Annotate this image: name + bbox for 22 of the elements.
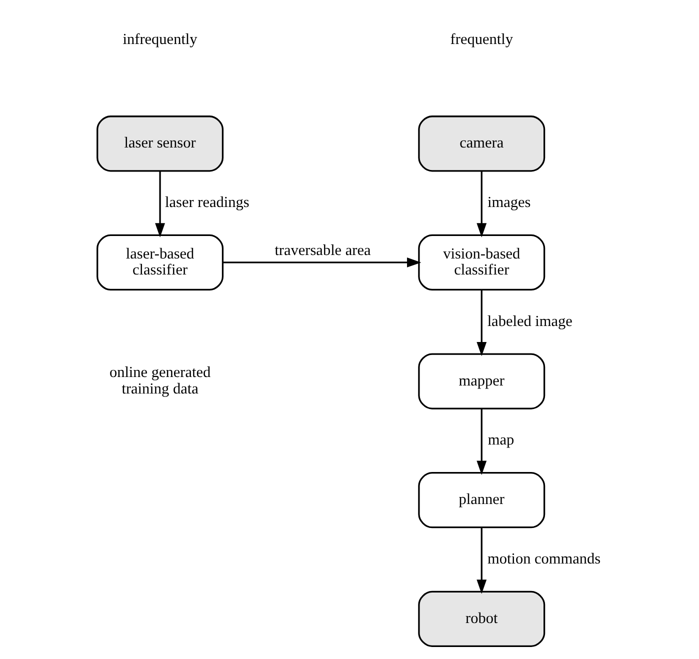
edge-label: motion commands — [486, 550, 600, 568]
node-box: vision-based classifier — [418, 234, 545, 291]
label: online generated training data — [108, 364, 210, 398]
arrow — [476, 527, 486, 594]
arrow — [222, 257, 421, 268]
label: infrequently — [122, 31, 197, 48]
arrow — [476, 290, 486, 356]
edge-label: traversable area — [274, 242, 370, 260]
label: frequently — [450, 31, 512, 48]
node-box: planner — [418, 472, 545, 528]
node-box: robot — [418, 590, 545, 647]
node-box: laser-based classifier — [96, 234, 224, 291]
edge-label: images — [487, 194, 530, 212]
edge-label: labeled image — [486, 312, 572, 330]
arrow — [154, 170, 165, 238]
arrow — [476, 170, 486, 238]
node-box: laser sensor — [96, 116, 224, 172]
edge-label: map — [487, 432, 514, 449]
node-box: camera — [418, 116, 545, 172]
arrow — [476, 408, 486, 475]
node-box: mapper — [418, 353, 545, 410]
edge-label: laser readings — [164, 194, 249, 212]
